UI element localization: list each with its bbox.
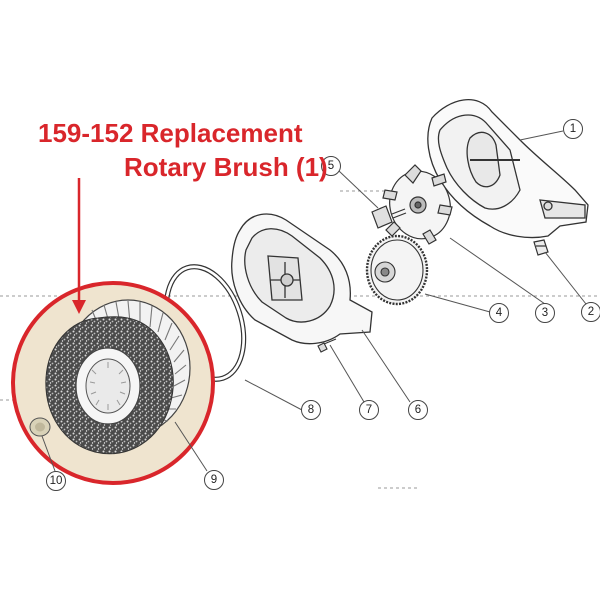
part-housing bbox=[427, 99, 589, 239]
highlight-ring bbox=[11, 281, 215, 485]
part-number: 9 bbox=[211, 474, 217, 486]
part-number: 6 bbox=[415, 404, 421, 416]
part-label-10: 10 bbox=[46, 471, 66, 491]
part-label-5: 5 bbox=[321, 156, 341, 176]
part-label-9: 9 bbox=[204, 470, 224, 490]
part-label-2: 2 bbox=[581, 302, 600, 322]
leader-3 bbox=[449, 237, 546, 305]
part-label-6: 6 bbox=[408, 400, 428, 420]
leader-10 bbox=[41, 435, 56, 472]
leader-2 bbox=[544, 251, 587, 305]
leader-9 bbox=[174, 421, 208, 472]
leader-1 bbox=[519, 130, 564, 141]
leader-4 bbox=[424, 293, 491, 313]
part-impeller bbox=[382, 164, 453, 245]
leader-6 bbox=[361, 329, 411, 403]
part-screw bbox=[371, 205, 407, 229]
leader-lines bbox=[41, 130, 587, 472]
part-number: 7 bbox=[366, 404, 372, 416]
brush-highlight bbox=[11, 281, 215, 485]
part-gear bbox=[365, 234, 429, 306]
part-number: 4 bbox=[496, 307, 503, 319]
part-number: 2 bbox=[588, 306, 594, 318]
callout-title-line2: Rotary Brush (1) bbox=[124, 152, 328, 182]
part-labels: 1 2 3 4 5 6 7 8 bbox=[46, 119, 600, 491]
part-number: 3 bbox=[542, 307, 548, 319]
part-label-1: 1 bbox=[563, 119, 583, 139]
part-label-7: 7 bbox=[359, 400, 379, 420]
part-backplate bbox=[231, 213, 373, 345]
part-nut bbox=[533, 239, 549, 256]
rotary-brush bbox=[29, 299, 191, 455]
callout-arrow bbox=[72, 178, 86, 314]
part-label-4: 4 bbox=[489, 303, 509, 323]
part-number: 5 bbox=[328, 160, 334, 172]
leader-7 bbox=[329, 344, 365, 403]
part-number: 8 bbox=[308, 404, 314, 416]
callout-title-line1: 159-152 Replacement bbox=[38, 118, 303, 148]
part-number: 1 bbox=[570, 123, 576, 135]
part-cap bbox=[29, 417, 51, 437]
leader-5 bbox=[338, 170, 379, 209]
leader-8 bbox=[244, 379, 303, 411]
part-small-screw bbox=[317, 338, 337, 353]
part-label-8: 8 bbox=[301, 400, 321, 420]
part-label-3: 3 bbox=[535, 303, 555, 323]
part-number: 10 bbox=[50, 475, 63, 487]
